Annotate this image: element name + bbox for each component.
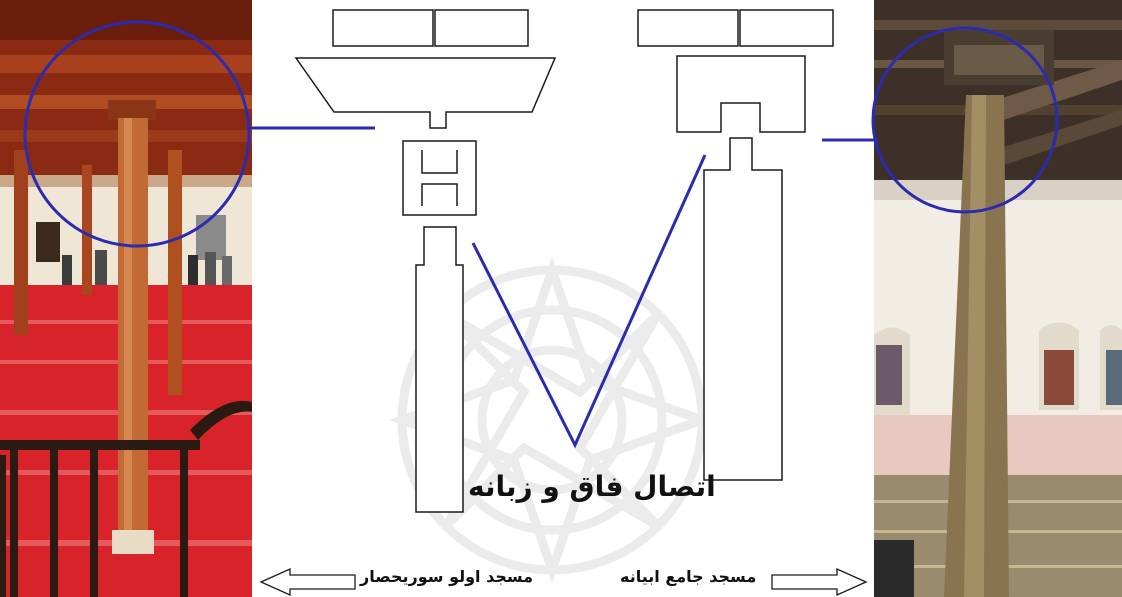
left-arrow-icon: [261, 569, 355, 595]
right-arrow-icon: [772, 569, 866, 595]
right-mosque-caption: مسجد جامع ابیانه: [620, 567, 756, 586]
v-connector-lines: [473, 155, 705, 445]
right-highlight-circle: [873, 28, 1057, 212]
left-joint-drawing: [296, 10, 555, 512]
joint-type-label: اتصال فاق و زبانه: [468, 470, 716, 503]
left-mosque-caption: مسجد اولو سوریحصار: [360, 567, 533, 586]
left-highlight-circle: [25, 22, 249, 246]
